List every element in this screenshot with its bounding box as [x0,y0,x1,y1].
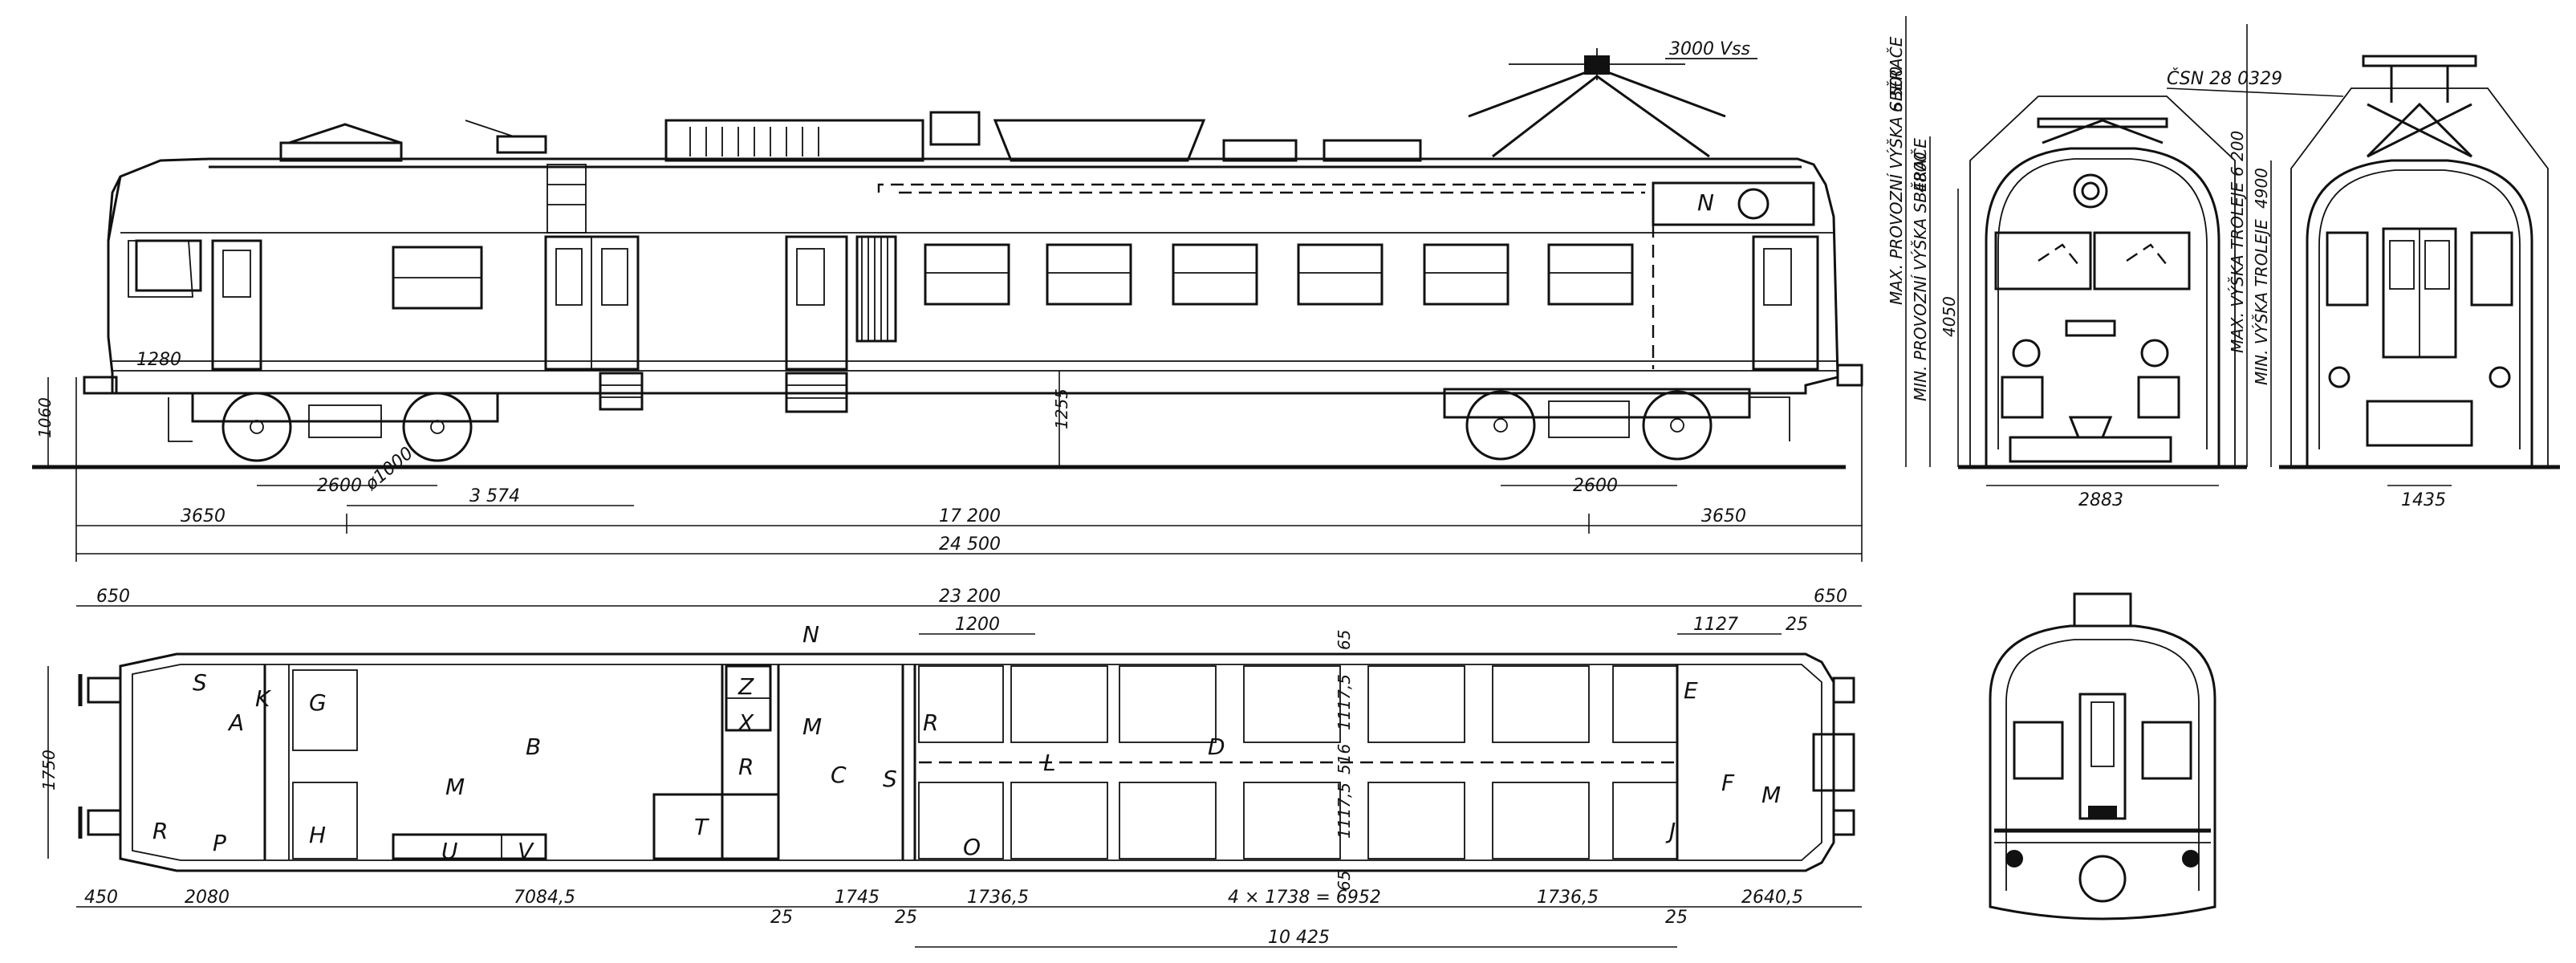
dim-1117-5a: 1117,5 [1335,674,1354,730]
dim-1745: 1745 [835,888,880,908]
dim-25b2: 25 [895,908,917,928]
grille-lines [861,237,888,341]
room-d: D [1208,733,1225,760]
room-j: J [1665,818,1676,844]
dim-516: 516 [1335,744,1354,774]
dim-overhang-left: 3650 [181,506,226,526]
dim-1117-5b: 1117,5 [1335,782,1354,839]
front-min-label: MIN. PROVOZNÍ VÝŠKA SBĚRAČE [1911,138,1930,401]
room-a: A [227,709,244,736]
room-u: U [441,838,458,864]
dim-bay: 1200 [955,615,1000,635]
dim-offset: 3 574 [469,486,520,506]
dim-2080: 2080 [185,888,230,908]
voltage-label: 3000 Vss [1669,39,1750,59]
room-r-3: R [923,709,938,736]
dim-450: 450 [84,888,118,908]
room-g: G [309,689,327,716]
dim-plan-end-right: 650 [1814,587,1847,607]
csn-label: ČSN 28 0329 [2167,68,2282,89]
room-r-2: R [738,754,754,780]
dim-coupler-height: 1280 [136,350,181,370]
dim-25b1: 25 [770,908,793,928]
dim-4050: 4050 [1940,296,1959,337]
side-elevation: N 3000 Vss [32,39,1863,562]
dim-buffer-height: 1060 [35,397,55,438]
front-view: MAX. PROVOZNÍ VÝŠKA SBĚRAČE 6 500 MIN. P… [1887,16,2344,510]
dim-floor-height: 1255 [1052,388,1071,429]
roof-grille [689,127,819,156]
dim-plan-width: 1750 [39,750,59,790]
dim-4800: 4800 [1911,152,1930,193]
room-s-2: S [883,766,897,792]
dim-6500: 6 500 [1887,67,1906,112]
dim-25a: 25 [1786,615,1808,635]
room-o: O [963,834,981,860]
room-r-1: R [152,818,168,844]
room-n: N [802,621,819,648]
dim-1736-5b: 1736,5 [1537,888,1599,908]
room-m-3: M [1761,782,1781,808]
room-z: Z [737,673,754,700]
dim-gauge: 1435 [2401,490,2446,510]
marking-n: N [1697,189,1714,216]
passenger-windows [924,243,1634,306]
room-t: T [694,814,709,840]
bogie-left [168,392,499,462]
room-e: E [1684,677,1698,704]
room-f: F [1721,770,1735,796]
room-h: H [309,822,326,848]
dim-2640-5: 2640,5 [1741,888,1803,908]
dim-plan-overall: 23 200 [939,587,1001,607]
room-s-1: S [193,669,207,696]
dim-10425: 10 425 [1268,928,1330,948]
dim-4900: 4900 [2252,168,2271,209]
dim-wheel-diameter: ø1000 [361,443,417,494]
room-l: L [1043,750,1056,776]
room-c: C [831,762,847,788]
dim-65a: 65 [1335,630,1354,650]
dim-plan-end-left: 650 [96,587,130,607]
room-v: V [518,838,534,864]
bogie-right [1443,388,1790,461]
room-p: P [213,830,226,856]
dim-overhang-right: 3650 [1701,506,1746,526]
dim-bogie-centres: 17 200 [939,506,1001,526]
cross-section [1989,592,2216,920]
dim-1127: 1127 [1693,615,1738,635]
dim-width-front: 2883 [2078,490,2123,510]
dim-total-length: 24 500 [939,534,1001,555]
dim-1736-5a: 1736,5 [967,888,1029,908]
dim-65b: 65 [1335,871,1354,891]
floor-plan: A B C D E F G H J K L M M M N O P R R R … [39,587,1862,948]
room-m-1: M [445,774,465,800]
seating-bays [918,665,1678,859]
front-max-label: MAX. PROVOZNÍ VÝŠKA SBĚRAČE [1887,36,1906,305]
rear-view: MAX. VÝŠKA TROLEJE 6 200 MIN. VÝŠKA TROL… [2228,24,2560,510]
dim-25b3: 25 [1665,908,1688,928]
dim-4x1738: 4 × 1738 = 6952 [1228,888,1381,908]
room-k: K [255,685,272,712]
rear-max-label: MAX. VÝŠKA TROLEJE [2228,181,2247,353]
room-m-2: M [802,713,822,740]
dim-wheelbase-left: 2600 [317,476,362,496]
dim-6200: 6 200 [2228,131,2247,177]
room-b: B [526,733,541,760]
pantograph-raised [1468,48,1726,158]
dim-wheelbase-right: 2600 [1573,476,1618,496]
dim-7084-5: 7084,5 [514,888,575,908]
rear-min-label: MIN. VÝŠKA TROLEJE [2252,219,2271,385]
room-x: X [737,709,754,736]
